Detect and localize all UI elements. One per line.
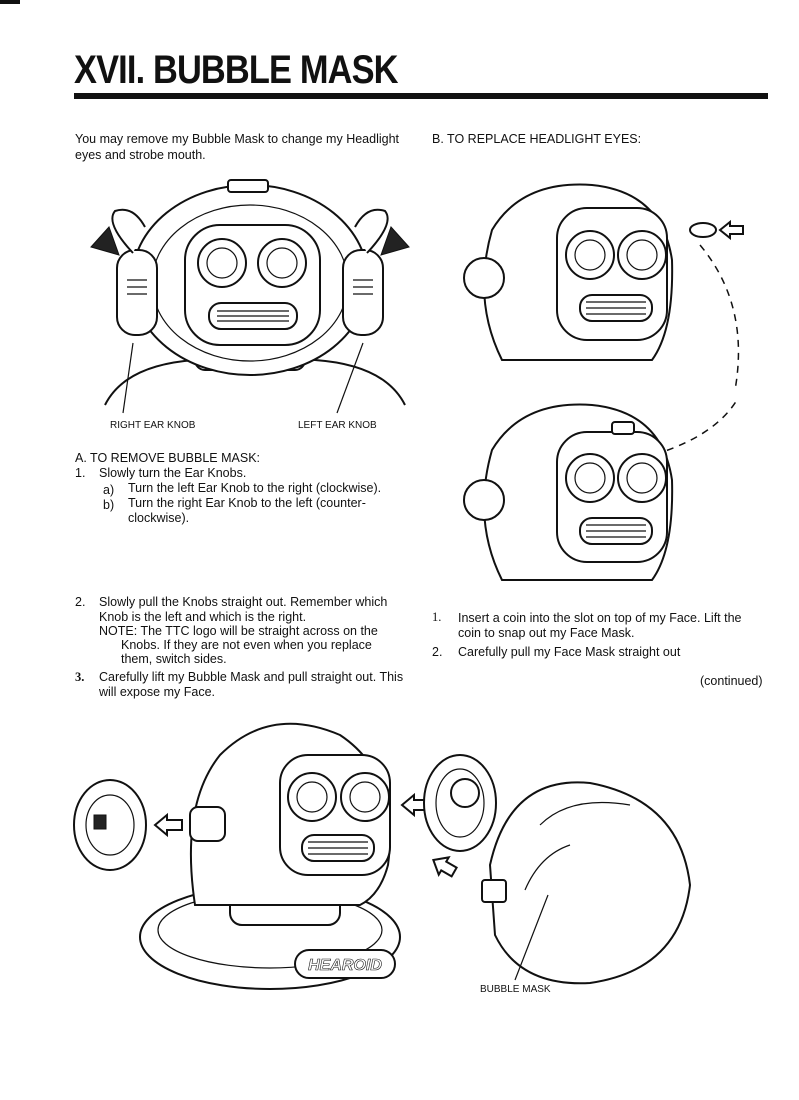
step-a2-note-line-2: Knobs. If they are not even when you rep…: [121, 638, 372, 652]
right-ear-knob-label: RIGHT EAR KNOB: [110, 420, 196, 431]
step-b2-text: Carefully pull my Face Mask straight out: [458, 645, 681, 659]
left-headlight-eye: [197, 238, 247, 288]
step-a1a-text: Turn the left Ear Knob to the right (clo…: [128, 481, 382, 495]
left-arrow-icon: [718, 219, 744, 241]
step-a3-number: 3.: [75, 670, 85, 684]
coin-insert-illustration: [689, 219, 744, 391]
headlight-eye-upper-left: [565, 230, 615, 280]
ear-knob-stub: [189, 806, 226, 842]
headlight-eye-lower-right: [617, 453, 667, 503]
step-a2-line-2: Knob is the left and which is the right.: [99, 610, 307, 624]
left-ear-knob: [342, 249, 384, 336]
continued-note: (continued): [700, 674, 763, 688]
step-a2-note-line-1: NOTE: The TTC logo will be straight acro…: [99, 624, 378, 638]
brand-badge: [294, 949, 396, 979]
step-a1a-letter: a): [103, 483, 115, 497]
inserted-coin-icon: [611, 421, 635, 435]
mask-tab: [481, 879, 507, 903]
brand-name: HEAROID: [308, 957, 382, 974]
step-a1-number: 1.: [75, 466, 86, 480]
right-headlight-eye: [257, 238, 307, 288]
step-a1b-line-1: Turn the right Ear Knob to the left (cou…: [128, 496, 366, 510]
bubble-mask-leader: [514, 894, 549, 981]
counter-clockwise-arrow-icon: [111, 208, 146, 254]
removed-ear-knob: [73, 779, 147, 871]
title-rule: [74, 93, 768, 99]
page-corner-mark: [0, 0, 20, 4]
section-a-heading: A. TO REMOVE BUBBLE MASK:: [75, 451, 261, 465]
exploded-view-illustration: HEAROID: [73, 722, 692, 990]
step-b2-number: 2.: [432, 645, 443, 659]
face-mask-top-illustration: [463, 183, 674, 361]
step-a1b-line-2: clockwise).: [128, 511, 190, 525]
step-a2-number: 2.: [75, 595, 86, 609]
mask-right-arrow-icon: [400, 792, 427, 818]
exposed-eye-right: [340, 772, 390, 822]
step-b1-line-2: coin to snap out my Face Mask.: [458, 626, 635, 640]
coin-icon: [689, 222, 717, 238]
page-title: XVII. BUBBLE MASK: [74, 48, 399, 92]
ear-knob-lower: [463, 479, 505, 521]
step-a2-line-1: Slowly pull the Knobs straight out. Reme…: [99, 595, 388, 609]
step-a3-line-2: will expose my Face.: [99, 685, 216, 699]
intro-line-1: You may remove my Bubble Mask to change …: [75, 132, 400, 146]
step-a1-text: Slowly turn the Ear Knobs.: [99, 466, 247, 480]
ear-knob-illustration: [90, 179, 410, 414]
coin-path-dashed-line: [699, 244, 740, 391]
step-a3-line-1: Carefully lift my Bubble Mask and pull s…: [99, 670, 404, 684]
knob-left-arrow-icon: [153, 812, 183, 838]
headlight-eye-lower-left: [565, 453, 615, 503]
clockwise-arrow-icon: [354, 208, 389, 254]
ttc-logo-icon: [93, 814, 107, 830]
intro-line-2: eyes and strobe mouth.: [75, 148, 206, 162]
step-b1-number: 1.: [432, 610, 442, 624]
dome-top-slot: [227, 179, 269, 193]
bubble-mask-shell: [488, 781, 692, 985]
step-b1-line-1: Insert a coin into the slot on top of my…: [458, 611, 742, 625]
right-knob-leader: [122, 342, 134, 414]
face-mask-coin-illustration: [463, 399, 738, 581]
left-ear-knob-label: LEFT EAR KNOB: [298, 420, 377, 431]
left-knob-leader: [336, 342, 364, 414]
mask-down-arrow-icon: [431, 855, 458, 878]
step-a2-note-line-3: them, switch sides.: [121, 652, 227, 666]
ear-knob-upper: [463, 257, 505, 299]
headlight-eye-upper-right: [617, 230, 667, 280]
right-ear-knob: [116, 249, 158, 336]
bubble-mask-label: BUBBLE MASK: [480, 984, 551, 995]
exposed-eye-left: [287, 772, 337, 822]
removed-mask-lens-icon: [450, 778, 480, 808]
section-b-heading: B. TO REPLACE HEADLIGHT EYES:: [432, 132, 642, 146]
step-a1b-letter: b): [103, 498, 115, 512]
